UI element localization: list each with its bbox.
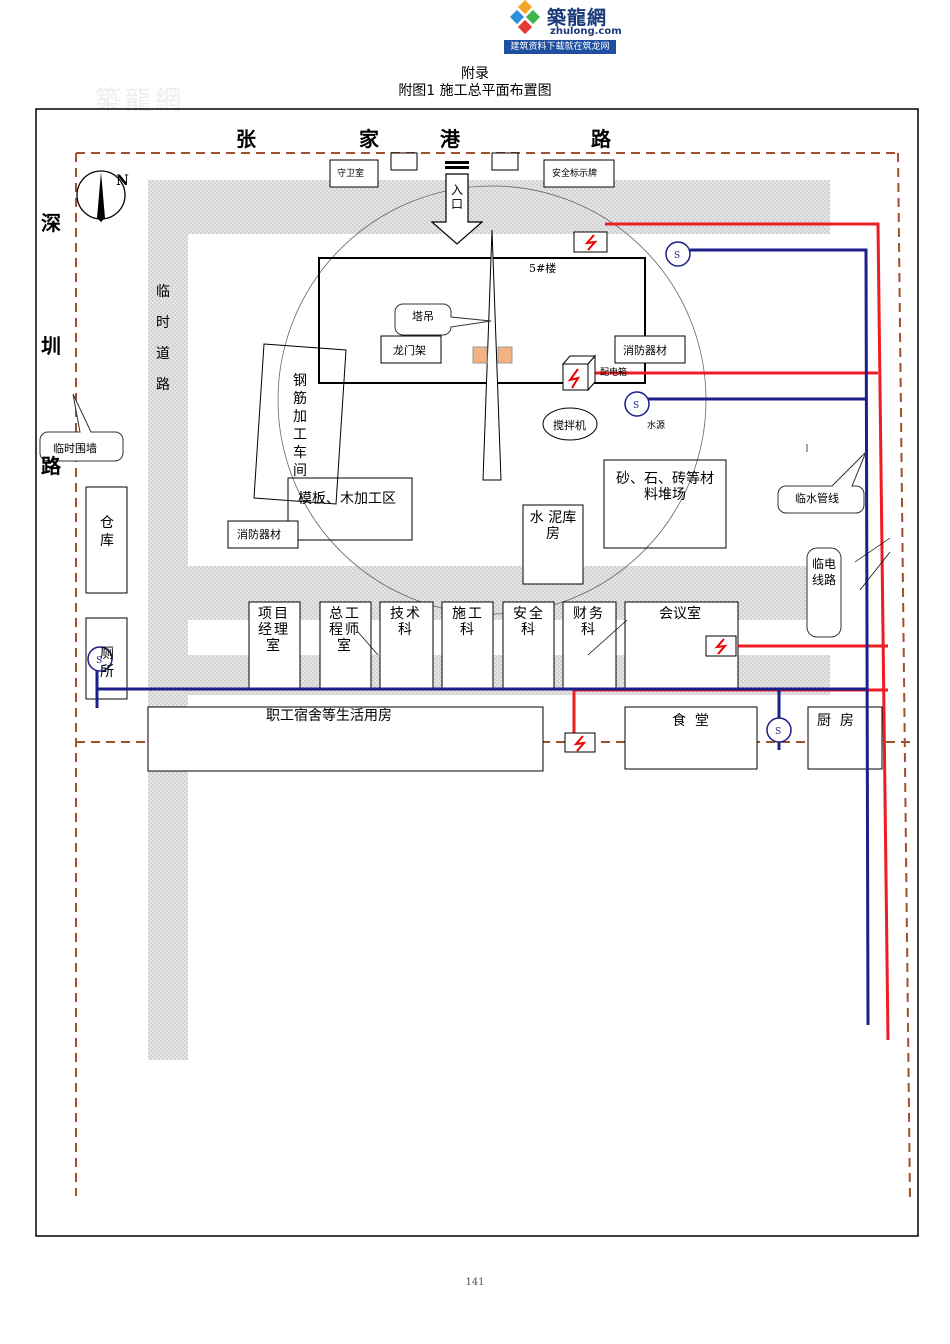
warehouse-box: [85, 486, 128, 594]
power-line-label: 临电线路: [811, 557, 836, 587]
north-compass-icon: [76, 170, 126, 222]
building-label: 5#楼: [529, 262, 557, 275]
water-source-circles: [87, 241, 792, 743]
water-s-symbol: S: [775, 727, 782, 737]
dormitory-box: [147, 706, 544, 772]
left-road-char-3: 路: [41, 454, 61, 478]
callout-shapes: [39, 303, 867, 638]
gantry-block: [497, 346, 513, 364]
temp-road-label: 临时道路: [156, 284, 170, 393]
materials-yard-label: 砂、石、砖等材料堆场: [616, 471, 714, 503]
temp-wall-label: 临时围墙: [53, 442, 97, 455]
water-s-symbol: S: [633, 401, 640, 411]
left-road-char-2: 圳: [41, 334, 61, 358]
top-road-char-1: 张: [236, 127, 256, 151]
guard-room-box: [329, 159, 379, 188]
office-project-manager: 项目经理室: [258, 606, 290, 654]
office-finance: 财务科: [573, 606, 605, 638]
materials-yard-box: [603, 459, 727, 549]
canteen-box: [624, 706, 758, 770]
road-top: [148, 180, 830, 234]
rebar-shop: [253, 343, 347, 505]
page-number: 141: [465, 1277, 485, 1288]
meeting-room-label: 会议室: [659, 606, 701, 622]
logo-name-en: zhulong.com: [550, 26, 622, 37]
top-road-char-2: 家: [359, 127, 379, 151]
formwork-area: [287, 477, 413, 541]
gantry-label-box: [380, 335, 442, 364]
rebar-shop-label: 钢筋加工车间: [293, 373, 307, 479]
fire-equipment-label-2: 消防器材: [237, 528, 281, 541]
warehouse-label: 仓库: [100, 515, 114, 549]
formwork-label: 模板、木加工区: [298, 491, 396, 507]
water-s-symbol: S: [674, 251, 681, 261]
watermark: 築龍網: [95, 86, 186, 116]
guard-room-label: 守卫室: [337, 169, 365, 179]
gate-post-right: [491, 152, 519, 171]
office-construction: 施工科: [452, 606, 484, 638]
distribution-box-label: 配电箱: [600, 368, 628, 378]
water-source-label: 水源: [647, 421, 666, 431]
dormitory-label: 职工宿舍等生活用房: [266, 708, 392, 724]
fire-equipment-label-1: 消防器材: [623, 344, 667, 357]
zhulong-logo: 築龍網 zhulong.com 建筑资料下载就在筑龙网: [500, 0, 622, 58]
office-technical: 技术科: [390, 606, 422, 638]
tower-crane-label: 塔吊: [412, 310, 434, 323]
water-s-symbol: S: [96, 656, 103, 666]
canteen-label: 食 堂: [672, 713, 709, 729]
kitchen-box: [807, 706, 883, 770]
kitchen-label: 厨 房: [817, 713, 854, 729]
top-road-char-4: 路: [591, 127, 611, 151]
gantry-block: [472, 346, 488, 364]
left-road-char-1: 深: [41, 211, 61, 235]
logo-diamond-icon: [509, 0, 541, 35]
road-right-top: [775, 180, 830, 220]
safety-sign-box: [543, 159, 615, 188]
mixer-label: 搅拌机: [553, 419, 586, 432]
figure-title: 附图1 施工总平面布置图: [398, 83, 552, 99]
compass-north-label: N: [116, 173, 129, 189]
gantry-label: 龙门架: [393, 344, 426, 357]
cement-store-box: [522, 504, 584, 585]
distribution-box-icon: [561, 354, 597, 392]
cement-store-label: 水 泥库房: [529, 510, 577, 542]
building-5: [318, 257, 646, 384]
appendix-heading: 附录: [461, 66, 489, 82]
drawing-frame: [35, 108, 919, 1237]
fire-equipment-box-2: [227, 520, 299, 549]
entrance-label: 入口: [450, 183, 463, 211]
top-road-char-3: 港: [440, 127, 460, 151]
logo-name-cn: 築龍網: [547, 7, 608, 29]
gate-post-left: [390, 152, 418, 171]
fire-equipment-box-1: [614, 335, 686, 364]
office-boxes: [248, 601, 739, 691]
office-safety: 安全科: [513, 606, 545, 638]
office-chief-engineer: 总工程师室: [329, 606, 361, 654]
water-pipe-label: 临水管线: [795, 492, 839, 505]
toilet-label: 厕所: [100, 646, 114, 680]
entrance-arrow: [430, 161, 484, 245]
mixer-ellipse: [542, 407, 598, 441]
safety-sign-label: 安全标示牌: [552, 169, 598, 179]
logo-slogan: 建筑资料下载就在筑龙网: [504, 40, 616, 54]
